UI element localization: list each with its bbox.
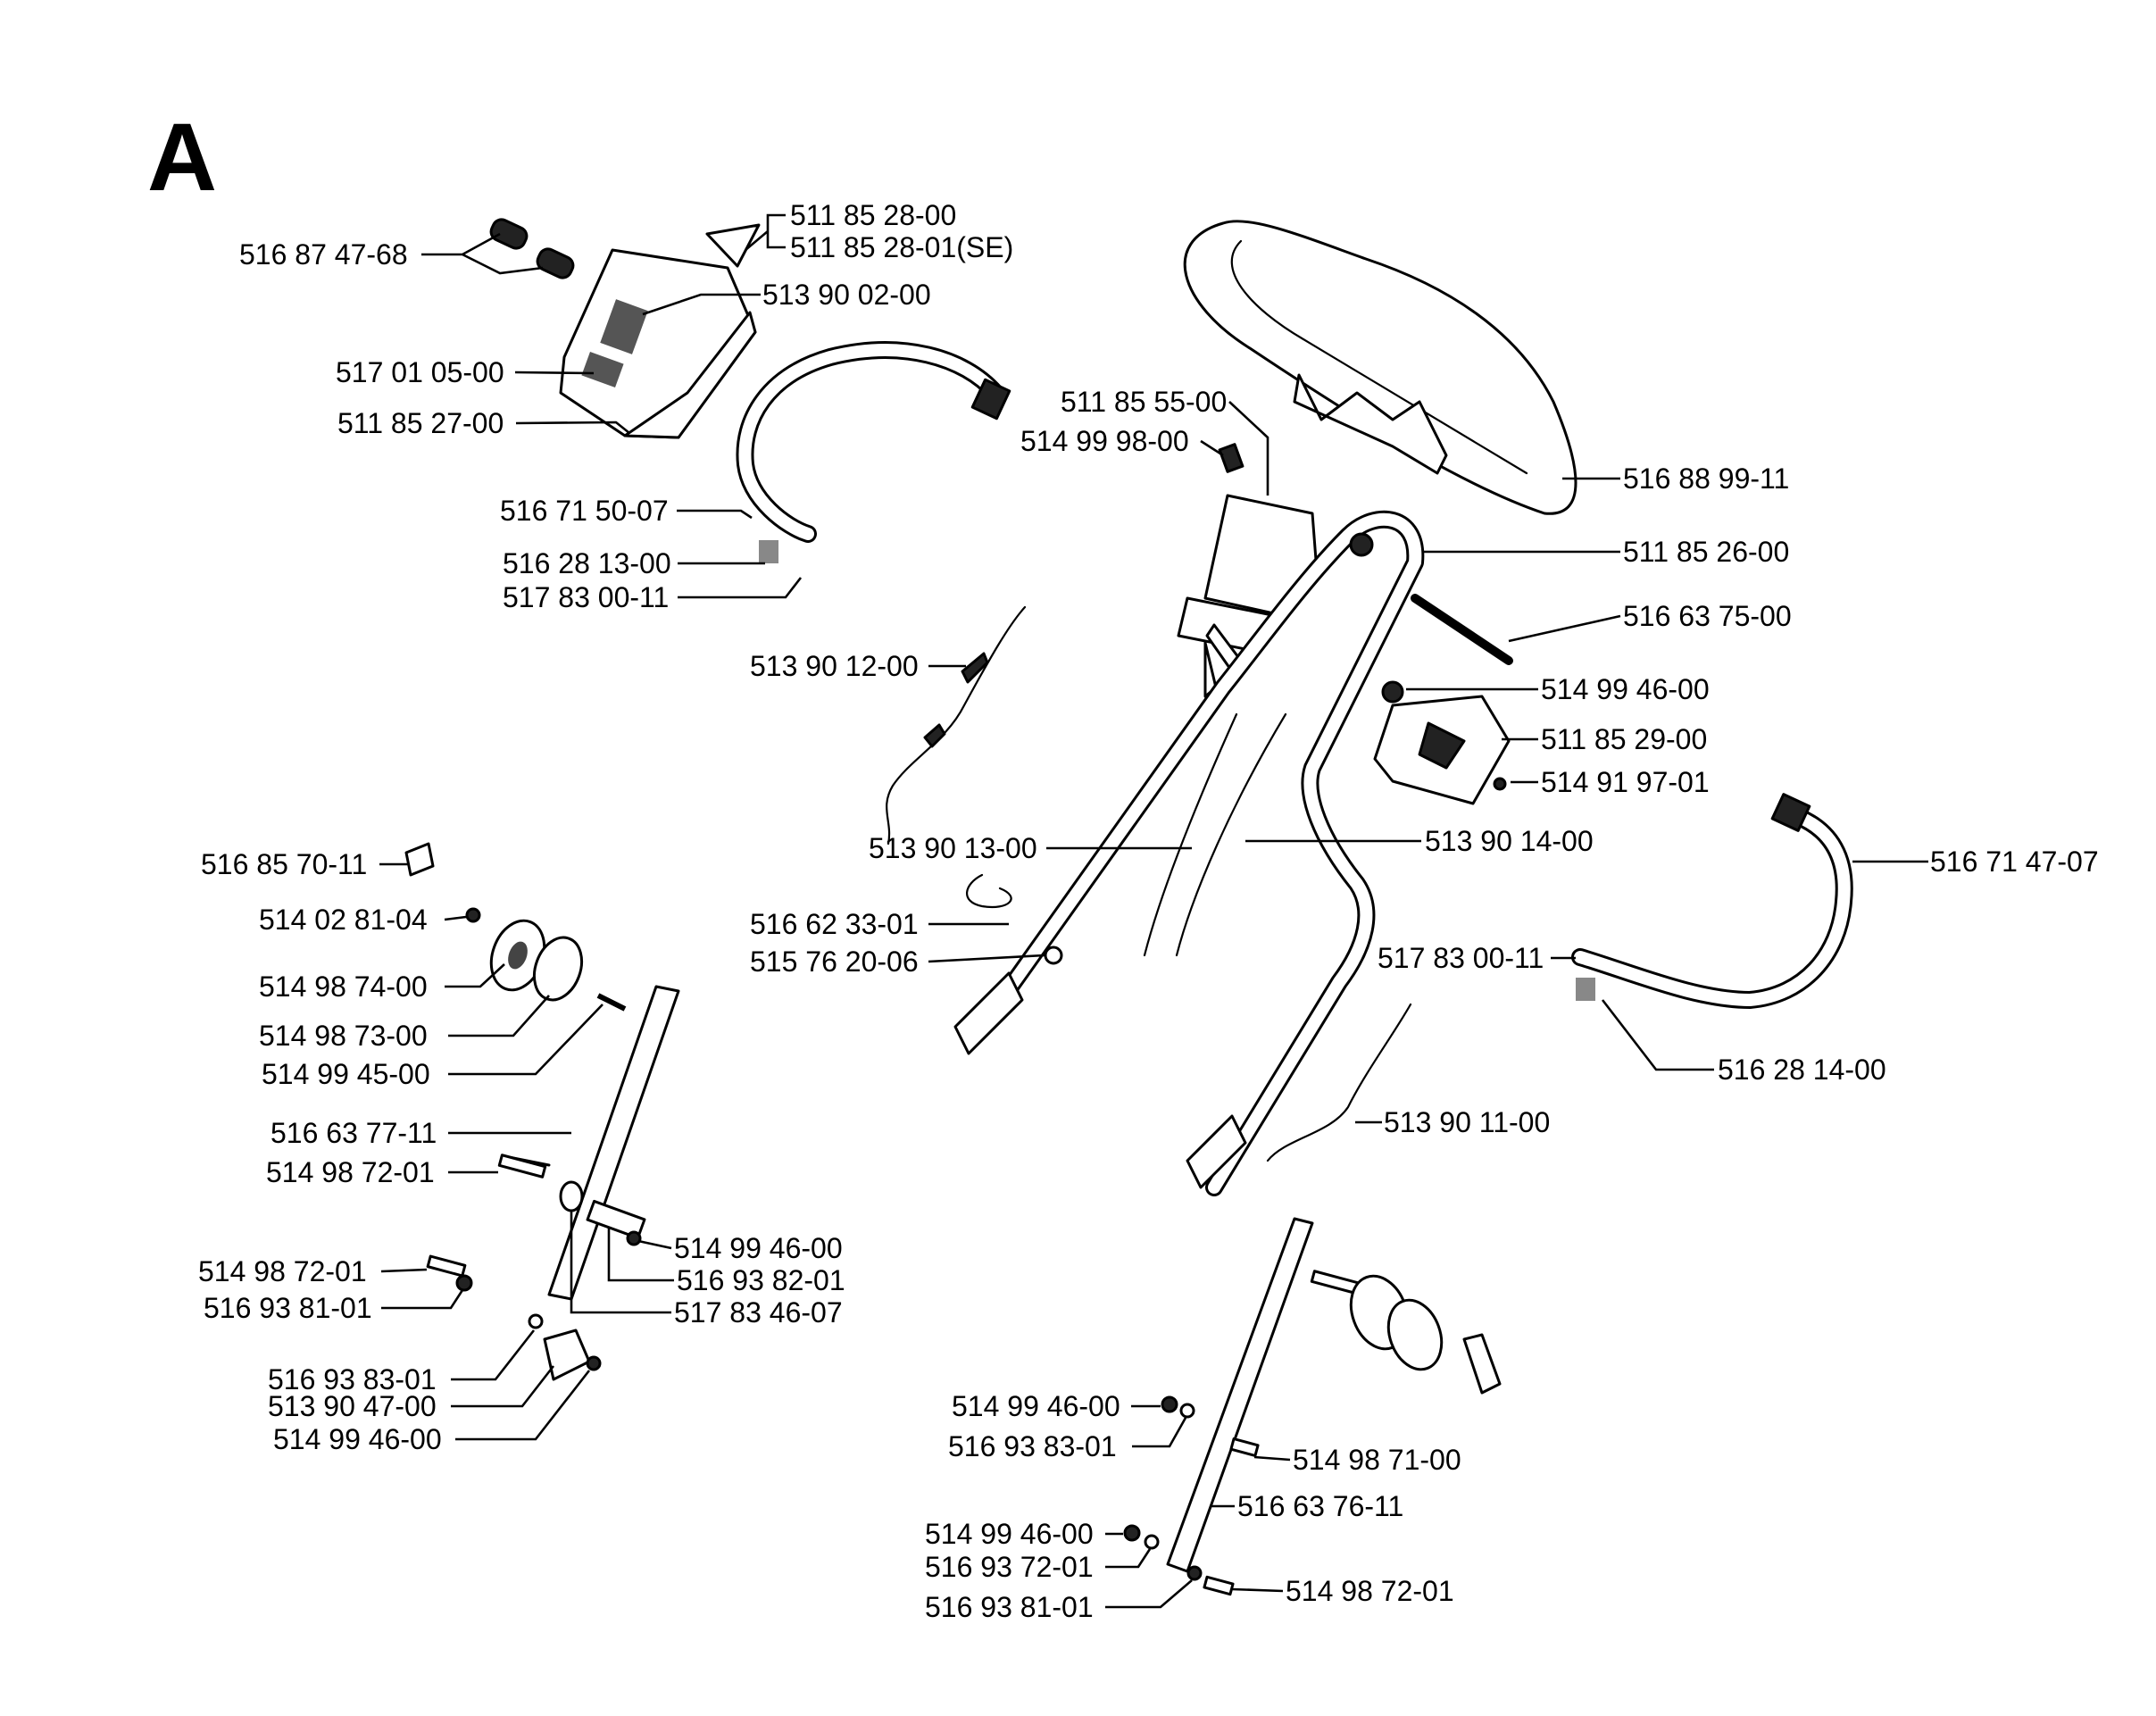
part-label: 517 83 00-11 [503, 581, 669, 613]
part-label: 516 71 50-07 [500, 495, 669, 527]
part-label: 516 85 70-11 [201, 848, 367, 880]
section-label: A [147, 103, 217, 211]
drive-cable-drawing [1266, 1003, 1412, 1162]
part-label: 516 63 76-11 [1237, 1490, 1403, 1522]
control-bar-left-drawing [736, 341, 1011, 563]
part-label: 517 01 05-00 [336, 356, 504, 388]
handle-cables-drawing [1143, 712, 1287, 957]
clip-drawing [966, 873, 1012, 909]
part-labels: 516 87 47-68 511 85 28-00 511 85 28-01(S… [198, 199, 2099, 1623]
part-label: 514 98 72-01 [1286, 1575, 1454, 1607]
part-label: 516 63 75-00 [1623, 600, 1792, 632]
part-label: 513 90 13-00 [869, 832, 1037, 864]
part-label: 511 85 26-00 [1623, 536, 1789, 568]
part-label: 514 99 46-00 [674, 1232, 843, 1264]
part-label: 511 85 28-01(SE) [790, 231, 1013, 263]
part-label: 514 98 71-00 [1293, 1444, 1461, 1476]
part-label: 514 98 74-00 [259, 970, 428, 1003]
part-label: 514 02 81-04 [259, 904, 428, 936]
switch-housing-drawing [1373, 695, 1511, 805]
spring-pair-drawing [489, 218, 575, 279]
part-label: 516 63 77-11 [271, 1117, 437, 1149]
nut-drawing [1381, 680, 1404, 704]
part-label: 514 99 98-00 [1020, 425, 1189, 457]
part-drawings [404, 218, 1853, 1596]
nut-small-drawing [1044, 945, 1063, 965]
part-label: 514 99 46-00 [952, 1390, 1120, 1422]
part-label: 516 93 81-01 [925, 1591, 1094, 1623]
part-label: 513 90 14-00 [1425, 825, 1594, 857]
part-label: 517 83 46-07 [674, 1296, 843, 1329]
part-label: 513 90 12-00 [750, 650, 919, 682]
part-label: 511 85 28-00 [790, 199, 956, 231]
right-adjuster-drawing [1123, 1217, 1502, 1596]
part-label: 514 99 45-00 [262, 1058, 430, 1090]
part-label: 511 85 29-00 [1541, 723, 1707, 755]
part-label: 514 91 97-01 [1541, 766, 1710, 798]
leader-lines [379, 213, 1928, 1609]
control-bar-right-drawing [1571, 793, 1853, 1009]
grip-drawing [1183, 220, 1577, 515]
throttle-cable-drawing [886, 605, 1027, 846]
part-label: 514 99 46-00 [925, 1518, 1094, 1550]
part-label: 511 85 55-00 [1061, 386, 1227, 418]
part-label: 516 71 47-07 [1930, 846, 2099, 878]
part-label: 517 83 00-11 [1378, 942, 1544, 974]
part-label: 511 85 27-00 [337, 407, 504, 439]
main-handle-drawing [953, 510, 1425, 1196]
part-label: 514 98 72-01 [198, 1255, 367, 1287]
part-label: 516 93 83-01 [948, 1430, 1117, 1462]
part-label: 515 76 20-06 [750, 945, 919, 978]
part-label: 513 90 11-00 [1384, 1106, 1550, 1138]
part-label: 516 93 72-01 [925, 1551, 1094, 1583]
part-label: 516 28 14-00 [1718, 1054, 1886, 1086]
part-label: 514 98 72-01 [266, 1156, 435, 1188]
part-label: 513 90 47-00 [268, 1390, 437, 1422]
rod-drawing [1411, 594, 1513, 665]
part-label: 513 90 02-00 [762, 279, 931, 311]
part-label: 516 93 83-01 [268, 1363, 437, 1395]
control-box-drawing [559, 223, 761, 439]
part-label: 514 98 73-00 [259, 1020, 428, 1052]
part-label: 516 87 47-68 [239, 238, 408, 271]
left-adjuster-drawing [404, 842, 680, 1381]
part-label: 516 62 33-01 [750, 908, 919, 940]
part-label: 516 93 82-01 [677, 1264, 845, 1296]
part-label: 516 93 81-01 [204, 1292, 372, 1324]
part-label: 514 99 46-00 [273, 1423, 442, 1455]
part-label: 516 28 13-00 [503, 547, 671, 579]
part-label: 516 88 99-11 [1623, 462, 1789, 495]
part-label: 514 99 46-00 [1541, 673, 1710, 705]
